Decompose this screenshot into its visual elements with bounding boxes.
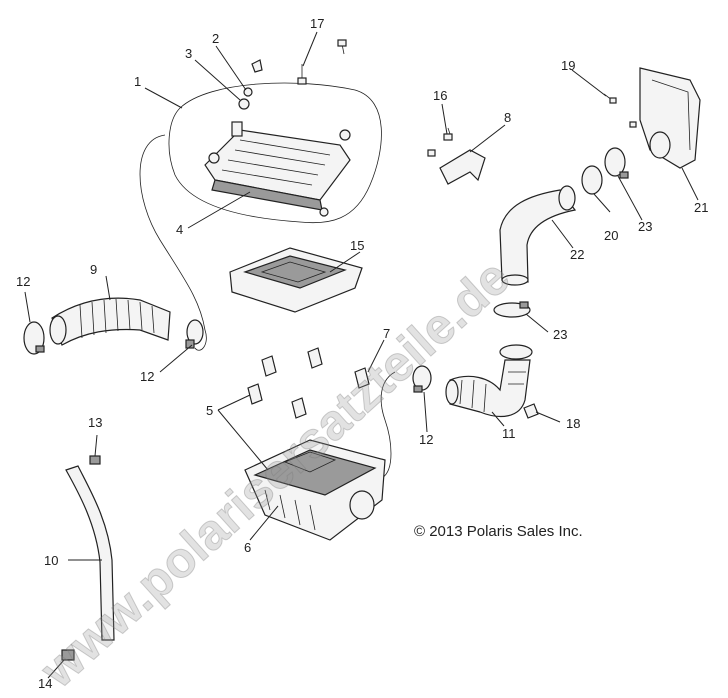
bolt-top-right	[337, 39, 347, 55]
callout-10: 10	[44, 553, 58, 568]
intake-tube-22	[499, 185, 577, 286]
air-filter	[229, 247, 363, 313]
callout-12-left: 12	[16, 274, 30, 289]
airbox-base	[244, 439, 386, 541]
callout-5: 5	[206, 403, 213, 418]
clamp-20	[581, 165, 603, 195]
clamp-23-lower	[493, 301, 531, 318]
screw-small	[629, 121, 637, 128]
copyright-notice: © 2013 Polaris Sales Inc.	[414, 523, 583, 540]
clip-5c	[307, 347, 323, 369]
callout-1: 1	[134, 74, 141, 89]
clamp-12-right	[412, 365, 432, 393]
leader-lines	[24, 31, 699, 679]
callout-20: 20	[604, 228, 618, 243]
drain-hose-10	[65, 465, 115, 641]
hose-route-left	[139, 134, 207, 351]
intake-boot	[49, 297, 171, 346]
snorkel-housing-21	[639, 67, 701, 169]
bracket-8	[439, 149, 486, 185]
clamp-12-left	[23, 321, 45, 355]
clip-5b	[261, 355, 277, 377]
clamp-23-upper	[604, 147, 629, 179]
clip-5d	[291, 397, 307, 419]
nut-16b	[427, 149, 436, 157]
callout-16: 16	[433, 88, 447, 103]
duct-11	[445, 344, 533, 418]
callout-22: 22	[570, 247, 584, 262]
callout-7: 7	[383, 326, 390, 341]
grommet-right	[339, 129, 351, 141]
plug-18	[523, 403, 539, 419]
callout-23-upper: 23	[638, 219, 652, 234]
airbox-cover	[204, 121, 351, 211]
clamp-14	[61, 649, 75, 661]
clip-5a	[247, 383, 263, 405]
callout-13: 13	[88, 415, 102, 430]
grommet-lower	[319, 207, 329, 217]
clip-top	[251, 59, 263, 73]
clip-5e	[354, 367, 370, 389]
callout-9: 9	[90, 262, 97, 277]
callout-14: 14	[38, 676, 52, 691]
callout-4: 4	[176, 222, 183, 237]
clamp-13	[89, 455, 101, 465]
hose-route-right	[380, 371, 396, 479]
callout-labels: 1 2 3 4 5 6 7 8 9 10 11 12 12 12 13 14 1…	[16, 16, 708, 691]
clamp-12-mid	[185, 319, 204, 349]
callout-6: 6	[244, 540, 251, 555]
callout-2: 2	[212, 31, 219, 46]
callout-8: 8	[504, 110, 511, 125]
callout-3: 3	[185, 46, 192, 61]
callout-11: 11	[502, 426, 516, 441]
callout-15: 15	[350, 238, 364, 253]
callout-21: 21	[694, 200, 708, 215]
bolt-16	[443, 127, 453, 141]
callout-12-mid: 12	[140, 369, 154, 384]
callout-23-lower: 23	[553, 327, 567, 342]
callout-12-right: 12	[419, 432, 433, 447]
callout-17: 17	[310, 16, 324, 31]
grommet-3	[238, 98, 250, 110]
callout-18: 18	[566, 416, 580, 431]
callout-19: 19	[561, 58, 575, 73]
bolt-17	[297, 64, 307, 85]
